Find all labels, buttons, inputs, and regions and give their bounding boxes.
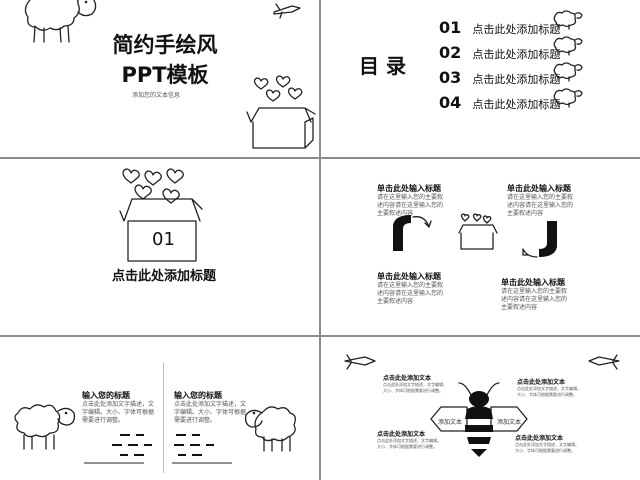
toc-item-number: 01	[439, 18, 462, 37]
dash-lines-right-icon	[172, 434, 232, 464]
slide-title-line2: PPT模板	[121, 63, 209, 87]
text-block[interactable]: 单击此处输入标题 请在这里输入您的主要叙述内容请在这里输入您的主要叙述内容	[507, 183, 577, 218]
block-text: 点击此处添加文字描述，文字编辑。大小、字体可根据需要进行调整。	[383, 382, 447, 393]
sheep-icon	[553, 10, 583, 30]
wing-label-left: 添加文本	[438, 419, 463, 426]
block-text: 点击此处添加文字描述，文字编辑。大小、字体可根据需要进行调整。	[377, 438, 441, 449]
curved-arrow-icon	[393, 215, 432, 251]
block-title: 点击此处添加文本	[377, 431, 426, 438]
block-text: 点击此处添加文字描述，文字编辑。大小、字体可根据需要进行调整。	[517, 386, 581, 397]
block-title: 点击此处添加文本	[515, 435, 564, 442]
divider	[163, 363, 164, 473]
gift-box-hearts-icon	[246, 75, 316, 149]
toc-heading: 目 录	[359, 54, 406, 78]
text-block[interactable]: 单击此处输入标题 请在这里输入您的主要叙述内容请在这里输入您的主要叙述内容	[377, 183, 447, 218]
text-block[interactable]: 单击此处输入标题 请在这里输入您的主要叙述内容请在这里输入您的主要叙述内容	[377, 271, 447, 306]
block-text: 点击此处添加文字描述，文字编辑。大小、字体可根据需要进行调整。	[174, 401, 247, 424]
gift-box-hearts-icon	[458, 213, 498, 250]
toc-list: 01 点击此处添加标题 02 点击此处添加标题 03 点击此处添加标题 04 点…	[439, 18, 639, 118]
curved-arrow-icon	[522, 221, 557, 258]
sheep-icon	[244, 406, 296, 452]
dash-lines-left-icon	[84, 434, 152, 464]
section-number: 01	[152, 229, 175, 250]
text-block[interactable]: 点击此处添加文本 点击此处添加文字描述，文字编辑。大小、字体可根据需要进行调整。	[383, 373, 449, 394]
wing-label-right: 添加文本	[497, 419, 522, 426]
toc-item[interactable]: 02 点击此处添加标题	[439, 43, 639, 68]
sheep-icon	[14, 404, 76, 450]
block-title: 输入您的标题	[174, 391, 222, 400]
sheep-icon	[24, 0, 97, 43]
slide-title[interactable]: 简约手绘风 PPT模板 添加您的文本信息	[0, 0, 319, 157]
slide-subtitle: 添加您的文本信息	[132, 92, 181, 99]
block-text: 请在这里输入您的主要叙述内容请在这里输入您的主要叙述内容	[377, 282, 444, 305]
block-text: 点击此处添加文字描述，文字编辑。大小、字体可根据需要进行调整。	[82, 401, 155, 424]
sheep-icon	[553, 36, 583, 56]
text-block[interactable]: 点击此处添加文本 点击此处添加文字描述，文字编辑。大小、字体可根据需要进行调整。	[515, 433, 581, 454]
rocket-icon	[273, 3, 301, 19]
text-block[interactable]: 点击此处添加文本 点击此处添加文字描述，文字编辑。大小、字体可根据需要进行调整。	[517, 377, 583, 398]
block-text: 请在这里输入您的主要叙述内容请在这里输入您的主要叙述内容	[507, 194, 574, 217]
toc-item-number: 03	[439, 68, 462, 87]
slide-section[interactable]: 01 点击此处添加标题	[0, 159, 319, 335]
toc-item-label: 点击此处添加标题	[472, 73, 561, 86]
rocket-icon	[344, 354, 376, 370]
block-text: 点击此处添加文字描述，文字编辑。大小、字体可根据需要进行调整。	[515, 442, 579, 453]
sheep-icon	[553, 62, 583, 82]
bee-icon	[430, 382, 528, 457]
toc-item-number: 02	[439, 43, 462, 62]
toc-item-number: 04	[439, 93, 462, 112]
slide-title-line1: 简约手绘风	[112, 33, 218, 57]
text-block[interactable]: 点击此处添加文本 点击此处添加文字描述，文字编辑。大小、字体可根据需要进行调整。	[377, 429, 443, 450]
rocket-icon	[588, 354, 620, 370]
sheep-icon	[553, 88, 583, 108]
block-text: 请在这里输入您的主要叙述内容请在这里输入您的主要叙述内容	[377, 194, 444, 217]
block-title: 点击此处添加文本	[383, 375, 432, 382]
slide-process[interactable]: 单击此处输入标题 请在这里输入您的主要叙述内容请在这里输入您的主要叙述内容 单击…	[321, 159, 640, 335]
text-block[interactable]: 输入您的标题 点击此处添加文字描述，文字编辑。大小、字体可根据需要进行调整。	[82, 390, 154, 425]
toc-item[interactable]: 04 点击此处添加标题	[439, 93, 639, 118]
slide-toc[interactable]: 目 录 01 点击此处添加标题 02 点击此处添加标题 03 点击此处添加标题 …	[321, 0, 640, 157]
section-title: 点击此处添加标题	[112, 269, 217, 284]
gift-box-hearts-icon	[119, 168, 203, 262]
block-title: 单击此处输入标题	[507, 184, 571, 193]
toc-item[interactable]: 03 点击此处添加标题	[439, 68, 639, 93]
toc-item-label: 点击此处添加标题	[472, 23, 561, 36]
block-title: 输入您的标题	[82, 391, 130, 400]
text-block[interactable]: 单击此处输入标题 请在这里输入您的主要叙述内容请在这里输入您的主要叙述内容	[501, 277, 571, 312]
slide-bee[interactable]: 点击此处添加文本 点击此处添加文字描述，文字编辑。大小、字体可根据需要进行调整。…	[321, 337, 640, 480]
toc-item-label: 点击此处添加标题	[472, 48, 561, 61]
block-title: 单击此处输入标题	[501, 278, 565, 287]
slide-compare[interactable]: 输入您的标题 点击此处添加文字描述，文字编辑。大小、字体可根据需要进行调整。 输…	[0, 337, 319, 480]
toc-item[interactable]: 01 点击此处添加标题	[439, 18, 639, 43]
block-title: 单击此处输入标题	[377, 272, 441, 281]
block-text: 请在这里输入您的主要叙述内容请在这里输入您的主要叙述内容	[501, 288, 568, 311]
text-block[interactable]: 输入您的标题 点击此处添加文字描述，文字编辑。大小、字体可根据需要进行调整。	[174, 390, 246, 425]
block-title: 点击此处添加文本	[517, 379, 566, 386]
block-title: 单击此处输入标题	[377, 184, 441, 193]
toc-item-label: 点击此处添加标题	[472, 98, 561, 111]
